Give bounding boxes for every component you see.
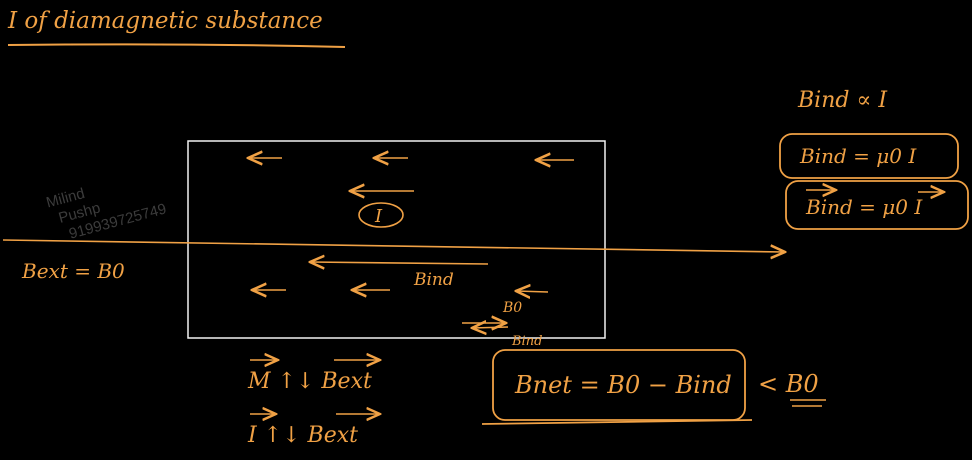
- bnet-box: [492, 349, 746, 421]
- vector-bars-bottom: [250, 360, 380, 414]
- b0-small-label: B0: [502, 300, 522, 316]
- m-relation: M ↑↓ Bext: [247, 369, 372, 394]
- i-relation: I ↑↓ Bext: [247, 423, 358, 448]
- bnet-underline: [481, 419, 753, 425]
- induced-arrows-top: [248, 158, 574, 328]
- vector-bars-eq2: [806, 190, 944, 192]
- bnet-equation: Bnet = B0 − Bind: [514, 371, 732, 399]
- watermark: Milind Pushp 919939725749: [44, 185, 168, 243]
- substance-box: [187, 140, 606, 339]
- equation-1: Bind = μ0 I: [799, 144, 917, 168]
- b0-double-underline: [790, 399, 826, 407]
- current-label: I: [374, 206, 383, 227]
- current-circle: [358, 202, 404, 228]
- bind-label: Bind: [413, 270, 454, 290]
- proportional-relation: Bind ∝ I: [797, 88, 888, 113]
- less-than-b0: < B0: [758, 370, 819, 398]
- page-title: I of diamagnetic substance: [7, 8, 323, 34]
- external-field-arrow: [2, 239, 785, 252]
- bind-small-label: Bind: [511, 334, 542, 349]
- eq1-box: [779, 133, 959, 179]
- equation-2: Bind = μ0 I: [805, 195, 923, 219]
- bext-label: Bext = B0: [21, 259, 125, 283]
- eq2-box: [785, 180, 969, 230]
- title-underline: [7, 43, 346, 48]
